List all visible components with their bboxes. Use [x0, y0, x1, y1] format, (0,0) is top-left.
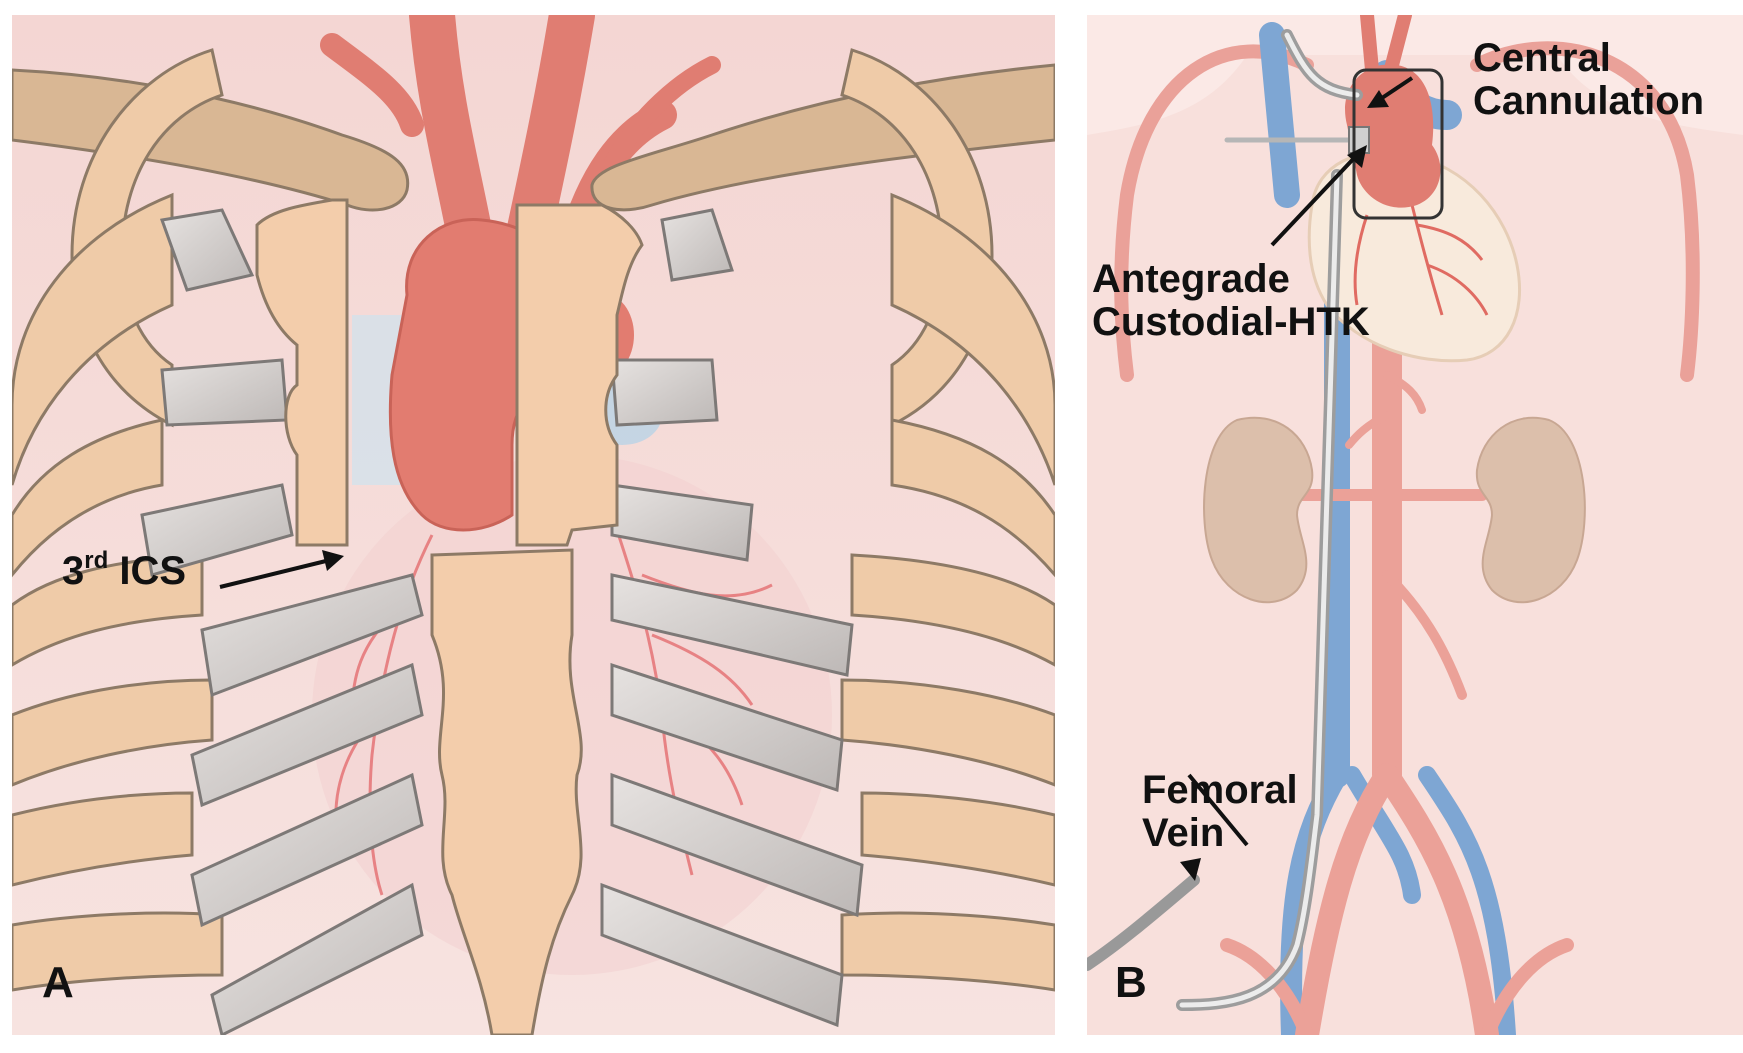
aorta-branches: [1220, 270, 1574, 1035]
aortic-arch: [1345, 64, 1441, 208]
central-cannulation-line-2: Cannulation: [1473, 79, 1705, 124]
central-cannulation-line-1: Central: [1473, 36, 1611, 80]
panel-a-rib-cage-illustration: 3rd ICS A: [12, 15, 1055, 1035]
femoral-vein-label: Femoral Vein: [1142, 768, 1298, 856]
neck-arteries: [1360, 15, 1412, 77]
sternum-right-half: [515, 203, 644, 547]
panel-a-letter: A: [42, 958, 74, 1007]
central-cannulation-label: Central Cannulation: [1473, 36, 1705, 124]
panel-b-letter: B: [1115, 958, 1147, 1007]
ics-number: 3: [62, 549, 85, 593]
body-silhouette: [1087, 55, 1743, 1035]
vasculature-figure: [1087, 15, 1743, 1035]
right-kidney: [1475, 416, 1586, 604]
ics-arrow: [219, 550, 344, 589]
femoral-line-1: Femoral: [1142, 768, 1298, 812]
cannulas: [1087, 29, 1370, 1011]
ics-label: 3rd ICS: [62, 547, 187, 593]
antegrade-custodial-label: Antegrade Custodial-HTK: [1092, 257, 1370, 345]
rib-cage-figure: [12, 15, 1055, 1035]
ics-superscript: rd: [84, 547, 109, 574]
antegrade-line-1: Antegrade: [1092, 257, 1290, 301]
panel-b-body-vasculature-illustration: Central Cannulation Antegrade Custodial-…: [1087, 15, 1743, 1035]
right-ribs: [840, 48, 1055, 992]
left-kidney: [1203, 416, 1314, 604]
annotation-arrows: [1180, 76, 1414, 881]
cannulation-highlight-box: [1352, 68, 1444, 220]
arm-arteries: [1114, 41, 1700, 382]
costal-cartilages: [140, 208, 864, 1035]
sternum-body: [430, 548, 583, 1035]
femoral-line-2: Vein: [1142, 811, 1225, 856]
antegrade-line-2: Custodial-HTK: [1092, 300, 1370, 345]
sternum-left-half: [255, 198, 349, 547]
ics-text: ICS: [119, 549, 187, 593]
